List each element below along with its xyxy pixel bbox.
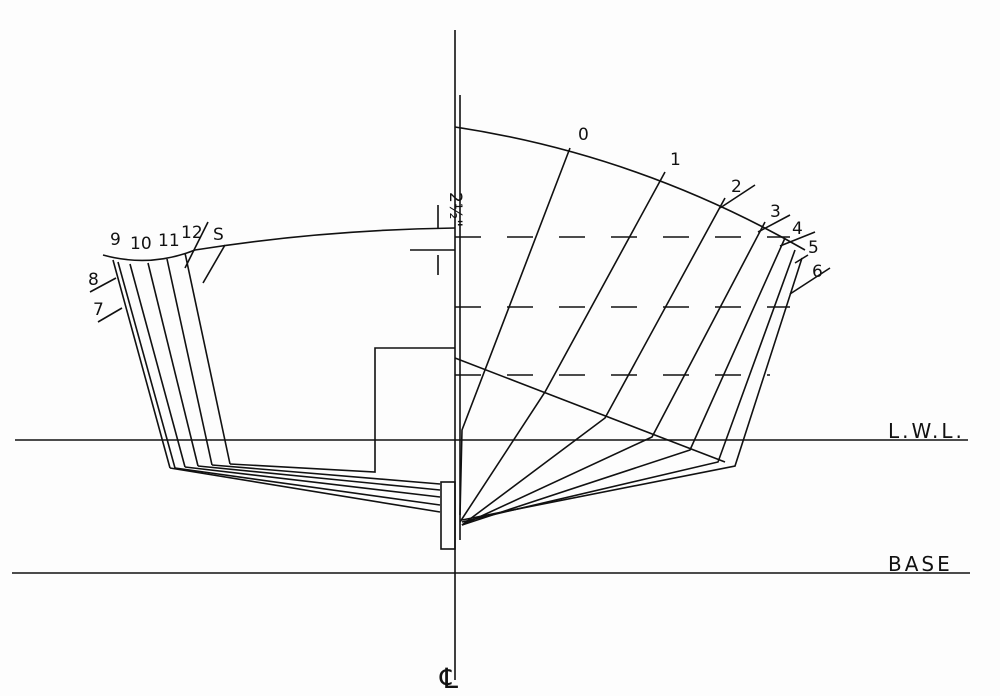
station-label-8: 8 xyxy=(88,270,99,290)
station-label-10: 10 xyxy=(130,234,152,254)
bow-section-2 xyxy=(461,197,726,526)
bow-sheer-line xyxy=(454,126,806,251)
stern-bottom-10 xyxy=(197,465,441,491)
bow-section-3 xyxy=(461,221,766,526)
station-label-5: 5 xyxy=(808,238,819,258)
leader-8 xyxy=(89,277,117,293)
leader-7 xyxy=(97,307,123,323)
stern-section-11 xyxy=(166,258,213,466)
stern-bottom-8 xyxy=(174,467,441,506)
station-label-3: 3 xyxy=(770,202,781,222)
station-label-s: S xyxy=(213,225,224,245)
base-label: BASE xyxy=(888,552,953,576)
station-label-12: 12 xyxy=(181,223,203,243)
station-label-2: 2 xyxy=(731,177,742,197)
stern-sheer-line xyxy=(102,227,456,262)
keel xyxy=(440,481,456,550)
stern-bottom-7 xyxy=(169,467,441,513)
chine-diagonal xyxy=(454,357,726,463)
bow-section-0 xyxy=(459,147,571,516)
leader-4 xyxy=(779,231,816,247)
station-label-7: 7 xyxy=(93,300,104,320)
stern-section-9 xyxy=(129,263,186,468)
stern-section-12 xyxy=(184,252,231,465)
leader-12 xyxy=(184,221,209,269)
station-label-4: 4 xyxy=(792,219,803,239)
stern-bottom-11 xyxy=(211,464,441,485)
stern-section-10 xyxy=(147,262,199,467)
dimension-label: 2½" xyxy=(445,192,465,227)
station-label-11: 11 xyxy=(158,231,180,251)
stern-section-7 xyxy=(112,259,171,469)
leader-2 xyxy=(719,184,756,209)
stern-section-8 xyxy=(117,261,176,469)
stern-bottom-9 xyxy=(184,466,441,498)
station-label-9: 9 xyxy=(110,230,121,250)
bow-section-5 xyxy=(461,249,796,523)
centerline-symbol: ℄ xyxy=(439,662,461,695)
bow-section-4 xyxy=(461,237,786,526)
leader-3 xyxy=(757,214,791,233)
station-label-6: 6 xyxy=(812,262,823,282)
station-label-1: 1 xyxy=(670,150,681,170)
bow-section-6 xyxy=(461,257,803,521)
leader-5 xyxy=(794,254,809,264)
bow-section-1 xyxy=(459,171,666,523)
station-label-0: 0 xyxy=(578,125,589,145)
lwl-label: L.W.L. xyxy=(888,419,965,443)
leader-6 xyxy=(789,267,831,295)
stern-bottom-12 xyxy=(229,347,455,473)
leader-s xyxy=(202,244,226,284)
